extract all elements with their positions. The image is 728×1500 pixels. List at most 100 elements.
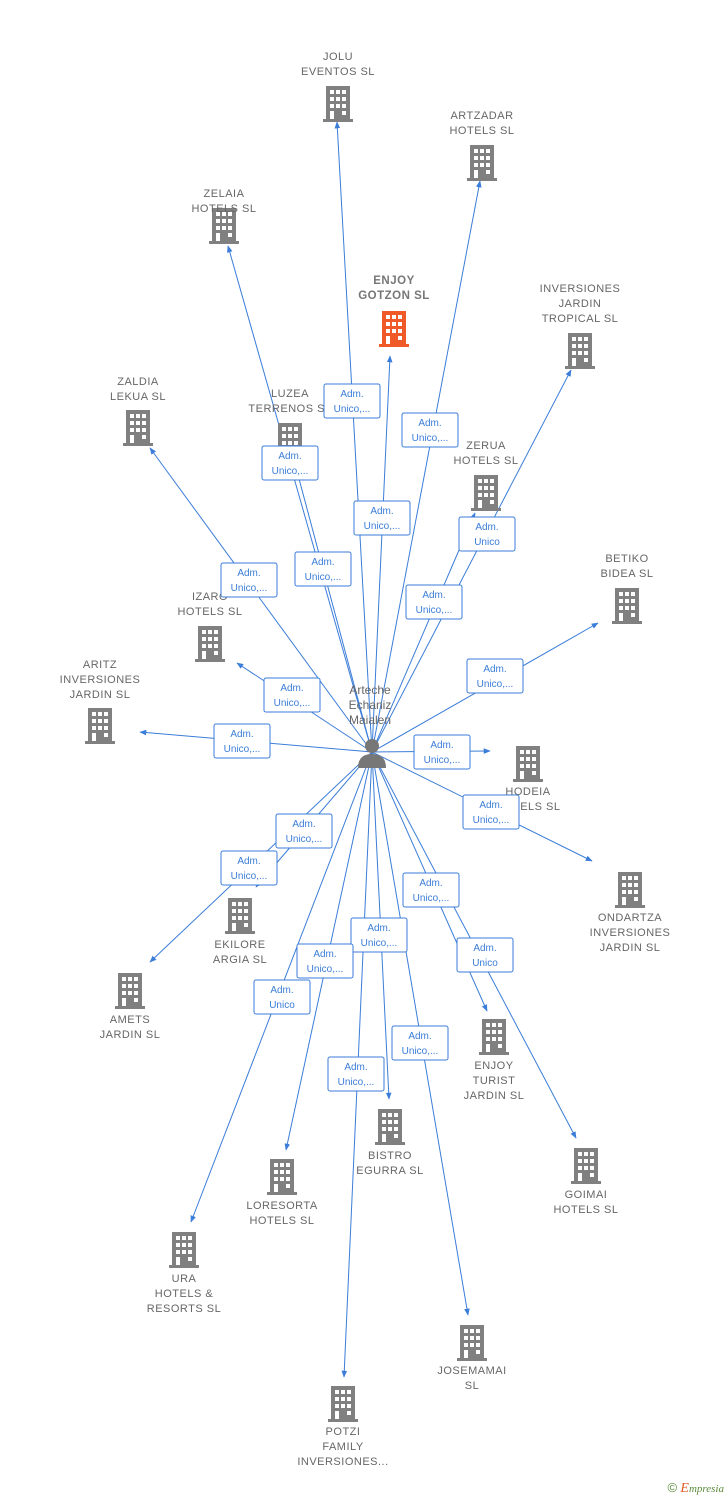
relation-text: Adm. (292, 819, 315, 830)
relation-label-inversiones-jardin-tropical[interactable]: Adm.Unico,... (405, 584, 463, 620)
relation-label-loresorta[interactable]: Adm.Unico,... (296, 943, 354, 979)
relation-text: Unico,... (413, 893, 450, 904)
relation-label-goimai[interactable]: Adm.Unico,... (402, 872, 460, 908)
company-label-line: HOTELS SL (191, 203, 256, 215)
relation-label-potzi[interactable]: Adm.Unico,... (327, 1056, 385, 1092)
relation-text: Adm. (313, 949, 336, 960)
edge-artzadar (371, 180, 482, 753)
company-label-line: JOLU (323, 51, 353, 63)
relation-label-luzea[interactable]: Adm. Unico,... (294, 551, 352, 587)
relation-text: Adm. (344, 1062, 367, 1073)
building-icon (467, 145, 497, 181)
relation-box (466, 658, 524, 694)
relation-label-bistro[interactable]: Adm.Unico,... (350, 917, 408, 953)
company-label-line: GOTZON SL (358, 290, 430, 302)
company-label-line: RESORTS SL (147, 1303, 222, 1315)
relation-text: Adm. (475, 522, 498, 533)
relation-text: Adm. (418, 418, 441, 429)
relation-text: Adm. (270, 985, 293, 996)
person-icon (358, 739, 386, 768)
building-icon (471, 475, 501, 511)
relation-label-ura[interactable]: Adm. Unico (253, 979, 311, 1015)
company-label-line: BISTRO (368, 1150, 412, 1162)
relation-label-ondartza[interactable]: Adm.Unico,... (462, 794, 520, 830)
relation-label-izaro[interactable]: Adm.Unico,... (263, 677, 321, 713)
company-label-line: TROPICAL SL (542, 313, 619, 325)
relation-label-zaldia[interactable]: Adm.Unico,... (220, 562, 278, 598)
building-icon (169, 1232, 199, 1268)
company-label-line: HOTELS SL (553, 1204, 618, 1216)
company-label-line: INVERSIONES (590, 927, 671, 939)
relation-text: Adm. (430, 740, 453, 751)
company-label-line: POTZI (326, 1426, 361, 1438)
relation-box (220, 850, 278, 886)
relation-label-hodeia[interactable]: Adm.Unico,... (413, 734, 471, 770)
company-label-line: JARDIN SL (600, 942, 661, 954)
company-node-potzi[interactable]: POTZIFAMILYINVERSIONES... (297, 1386, 388, 1468)
relation-label-betiko[interactable]: Adm.Unico,... (466, 658, 524, 694)
relation-box (296, 943, 354, 979)
relation-text: Unico,... (231, 583, 268, 594)
building-icon (123, 410, 153, 446)
company-label-line: ENJOY (474, 1060, 513, 1072)
relation-label-zelaia[interactable]: Adm.Unico,... (261, 445, 319, 481)
relation-label-ekilore[interactable]: Adm.Unico,... (275, 813, 333, 849)
building-icon (115, 973, 145, 1009)
company-label-line: HOTELS SL (177, 606, 242, 618)
relation-label-josemamai[interactable]: Adm.Unico,... (391, 1025, 449, 1061)
company-label-line: HOTELS & (155, 1288, 214, 1300)
relation-label-enjoy-gotzon[interactable]: Adm.Unico,... (353, 500, 411, 536)
company-label-line: ZERUA (466, 440, 506, 452)
relation-box (220, 562, 278, 598)
relation-label-jolu[interactable]: Adm.Unico,... (323, 383, 381, 419)
relation-text: Unico,... (305, 572, 342, 583)
relation-text: Adm. (311, 557, 334, 568)
person-name-line: Echaniz (349, 698, 392, 712)
building-icon (323, 86, 353, 122)
edge-enjoy-gotzon (371, 355, 393, 753)
company-label-line: LUZEA (271, 388, 309, 400)
building-icon (513, 746, 543, 782)
relation-box (391, 1025, 449, 1061)
relation-box (353, 500, 411, 536)
relation-label-amets[interactable]: Adm.Unico,... (220, 850, 278, 886)
person-name-line: Maialen (349, 713, 391, 727)
relation-label-enjoy-turist[interactable]: Adm.Unico (456, 937, 514, 973)
edge-zaldia (149, 447, 373, 753)
company-label-line: FAMILY (322, 1441, 363, 1453)
building-icon (195, 626, 225, 662)
relation-text: Unico,... (231, 871, 268, 882)
relation-label-aritz[interactable]: Adm.Unico,... (213, 723, 271, 759)
relation-box (253, 979, 311, 1015)
relation-text: Unico (269, 1000, 295, 1011)
company-label-line: TURIST (473, 1075, 516, 1087)
relation-label-artzadar[interactable]: Adm.Unico,... (401, 412, 459, 448)
edge-zelaia (227, 245, 373, 753)
edge-luzea (292, 459, 373, 753)
relation-label-zerua[interactable]: Adm.Unico (458, 516, 516, 552)
building-icon (457, 1325, 487, 1361)
company-label-line: JARDIN (559, 298, 602, 310)
